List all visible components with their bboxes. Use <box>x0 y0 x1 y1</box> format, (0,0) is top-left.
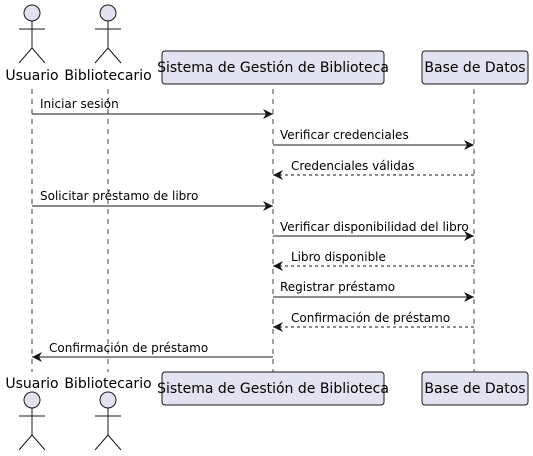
actor-icon <box>18 391 46 451</box>
message-6: Libro disponible <box>273 250 474 271</box>
actor-bibliotecario-bottom: Bibliotecario <box>64 376 152 451</box>
actor-icon <box>94 4 122 64</box>
actor-icon <box>18 4 46 64</box>
actor-usuario-label: Usuario <box>5 376 58 392</box>
message-4: Solicitar préstamo de libro <box>32 189 273 211</box>
participants-bottom: Usuario Bibliotecario Sistema de Gestión… <box>5 371 529 451</box>
actor-usuario-label: Usuario <box>5 68 58 84</box>
participant-sistema-label: Sistema de Gestión de Biblioteca <box>157 381 389 397</box>
message-label: Iniciar sesión <box>40 97 119 111</box>
message-3: Credenciales válidas <box>273 159 474 180</box>
participant-base-de-datos-bottom: Base de Datos <box>421 371 529 406</box>
participant-base-de-datos-label: Base de Datos <box>424 60 525 76</box>
message-9: Confirmación de préstamo <box>32 341 273 362</box>
actor-bibliotecario-top: Bibliotecario <box>64 4 152 84</box>
participant-sistema-top: Sistema de Gestión de Biblioteca <box>157 50 389 85</box>
messages: Iniciar sesión Verificar credenciales Cr… <box>32 97 474 362</box>
participants-top: Usuario Bibliotecario Sistema de Gestión… <box>5 4 529 85</box>
participant-sistema-label: Sistema de Gestión de Biblioteca <box>157 60 389 76</box>
participant-sistema-bottom: Sistema de Gestión de Biblioteca <box>157 371 389 406</box>
participant-base-de-datos-label: Base de Datos <box>424 381 525 397</box>
message-label: Credenciales válidas <box>291 159 414 173</box>
message-5: Verificar disponibilidad del libro <box>273 220 474 241</box>
actor-bibliotecario-label: Bibliotecario <box>64 68 151 84</box>
message-label: Registrar préstamo <box>280 280 395 294</box>
message-label: Solicitar préstamo de libro <box>40 189 198 203</box>
participant-box <box>161 50 385 85</box>
participant-box <box>161 371 385 406</box>
message-label: Libro disponible <box>291 250 386 264</box>
message-1: Iniciar sesión <box>32 97 273 119</box>
participant-base-de-datos-top: Base de Datos <box>421 50 529 85</box>
message-2: Verificar credenciales <box>273 128 474 150</box>
lifelines <box>31 89 475 372</box>
message-label: Verificar credenciales <box>280 128 409 142</box>
actor-icon <box>94 391 122 451</box>
participant-box <box>421 50 529 85</box>
message-7: Registrar préstamo <box>273 280 474 302</box>
actor-usuario-bottom: Usuario <box>5 376 59 451</box>
actor-usuario-top: Usuario <box>5 4 59 84</box>
message-label: Verificar disponibilidad del libro <box>280 220 469 234</box>
message-label: Confirmación de préstamo <box>291 311 450 325</box>
message-label: Confirmación de préstamo <box>49 341 208 355</box>
message-8: Confirmación de préstamo <box>273 311 474 332</box>
actor-bibliotecario-label: Bibliotecario <box>64 376 151 392</box>
participant-box <box>421 371 529 406</box>
